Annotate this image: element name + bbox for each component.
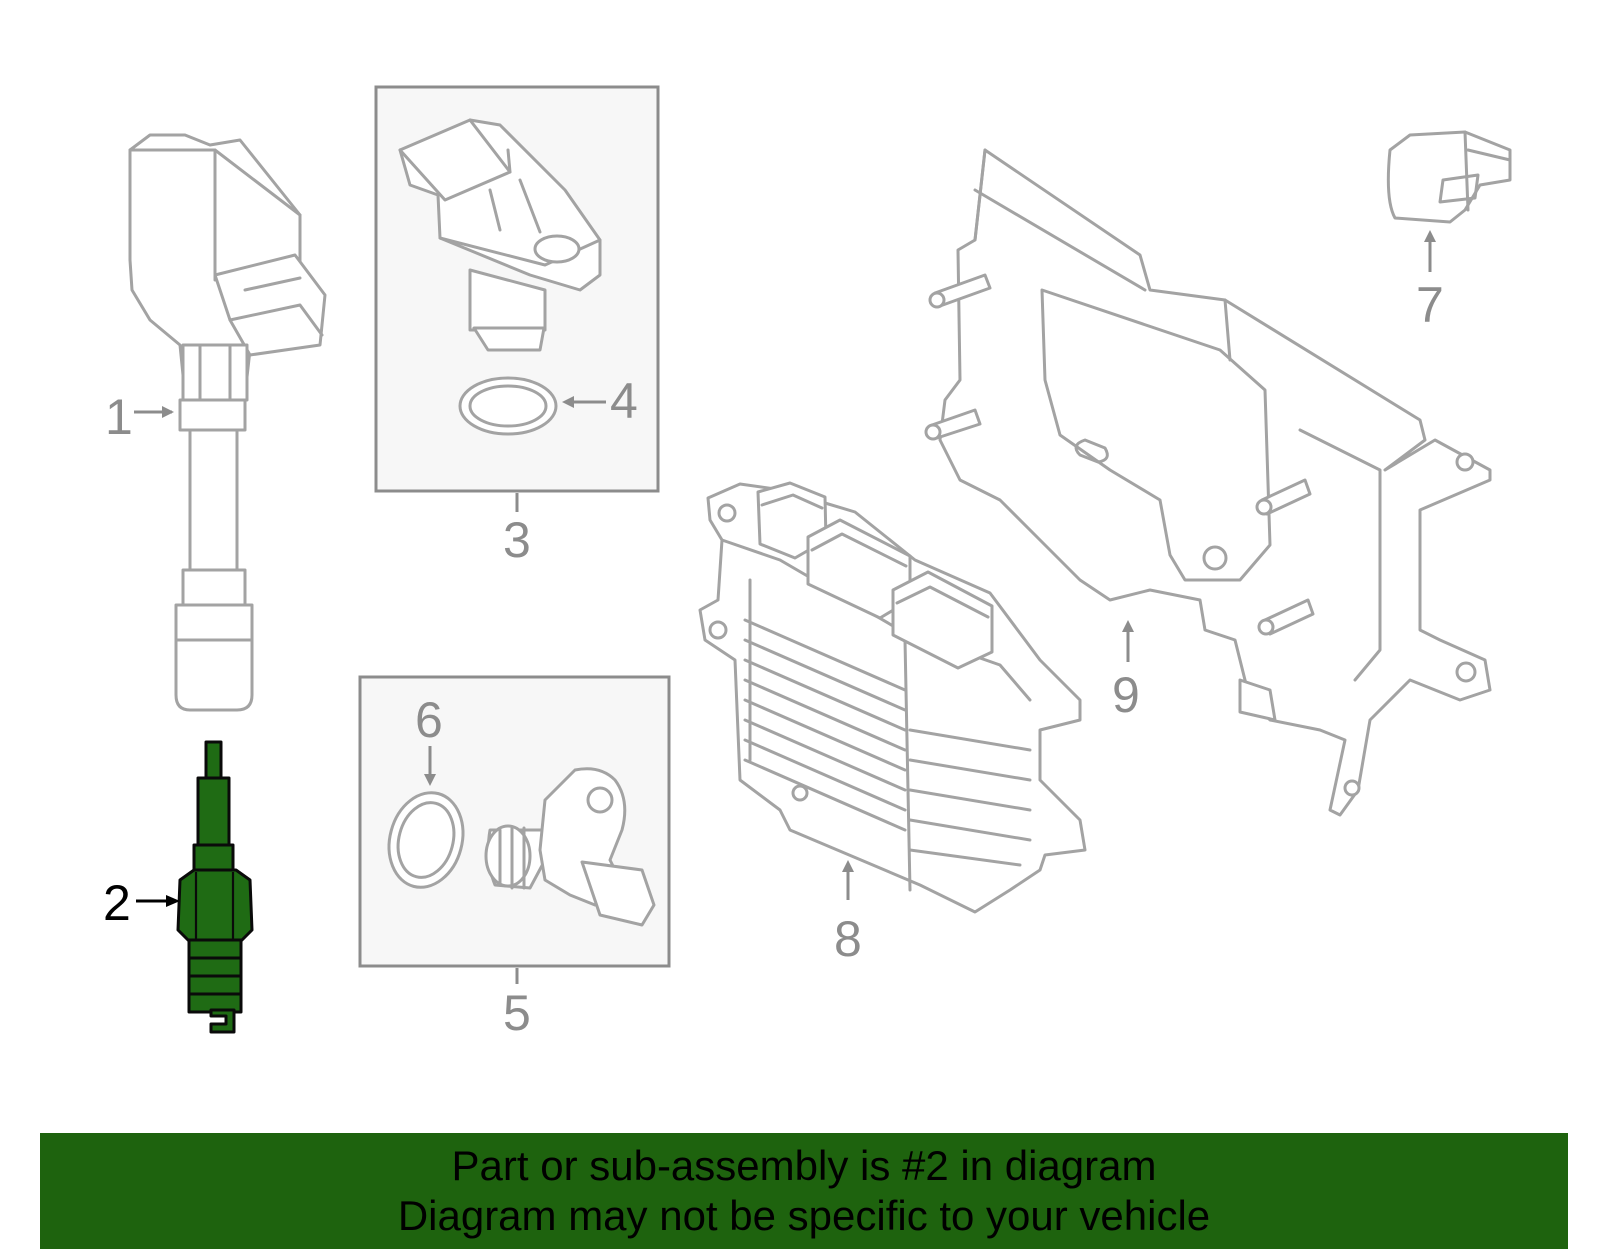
callout-2: 2 [103,875,180,931]
callout-4-label: 4 [610,373,638,429]
banner-line-1: Part or sub-assembly is #2 in diagram [451,1142,1157,1189]
callout-8: 8 [834,860,862,967]
part-4-o-ring[interactable] [458,376,558,436]
callout-5-label: 5 [503,985,531,1041]
callout-8-label: 8 [834,911,862,967]
part-6-o-ring[interactable] [379,784,473,895]
callout-3-label: 3 [503,512,531,568]
callout-1-label: 1 [105,389,133,445]
callout-2-label: 2 [103,875,131,931]
part-7-sensor[interactable] [1386,130,1512,224]
part-5-crankshaft-sensor[interactable] [484,767,656,927]
callout-9-label: 9 [1112,667,1140,723]
callout-7: 7 [1416,230,1444,333]
callout-4: 4 [562,373,638,429]
part-8-ecm[interactable] [698,481,1087,914]
banner-line-2: Diagram may not be specific to your vehi… [397,1192,1211,1239]
callout-9: 9 [1112,620,1140,723]
info-banner: Part or sub-assembly is #2 in diagram Di… [40,1133,1568,1249]
callout-6-label: 6 [415,692,443,748]
part-2-spark-plug[interactable] [176,740,254,1034]
callout-3: 3 [503,493,531,568]
callout-5: 5 [503,968,531,1041]
callout-7-label: 7 [1416,277,1444,333]
part-1-ignition-coil[interactable] [128,133,327,712]
callout-1: 1 [105,389,174,445]
part-9-ecm-bracket[interactable] [924,148,1492,817]
part-3-camshaft-sensor[interactable] [398,118,602,352]
callout-6: 6 [415,692,443,786]
